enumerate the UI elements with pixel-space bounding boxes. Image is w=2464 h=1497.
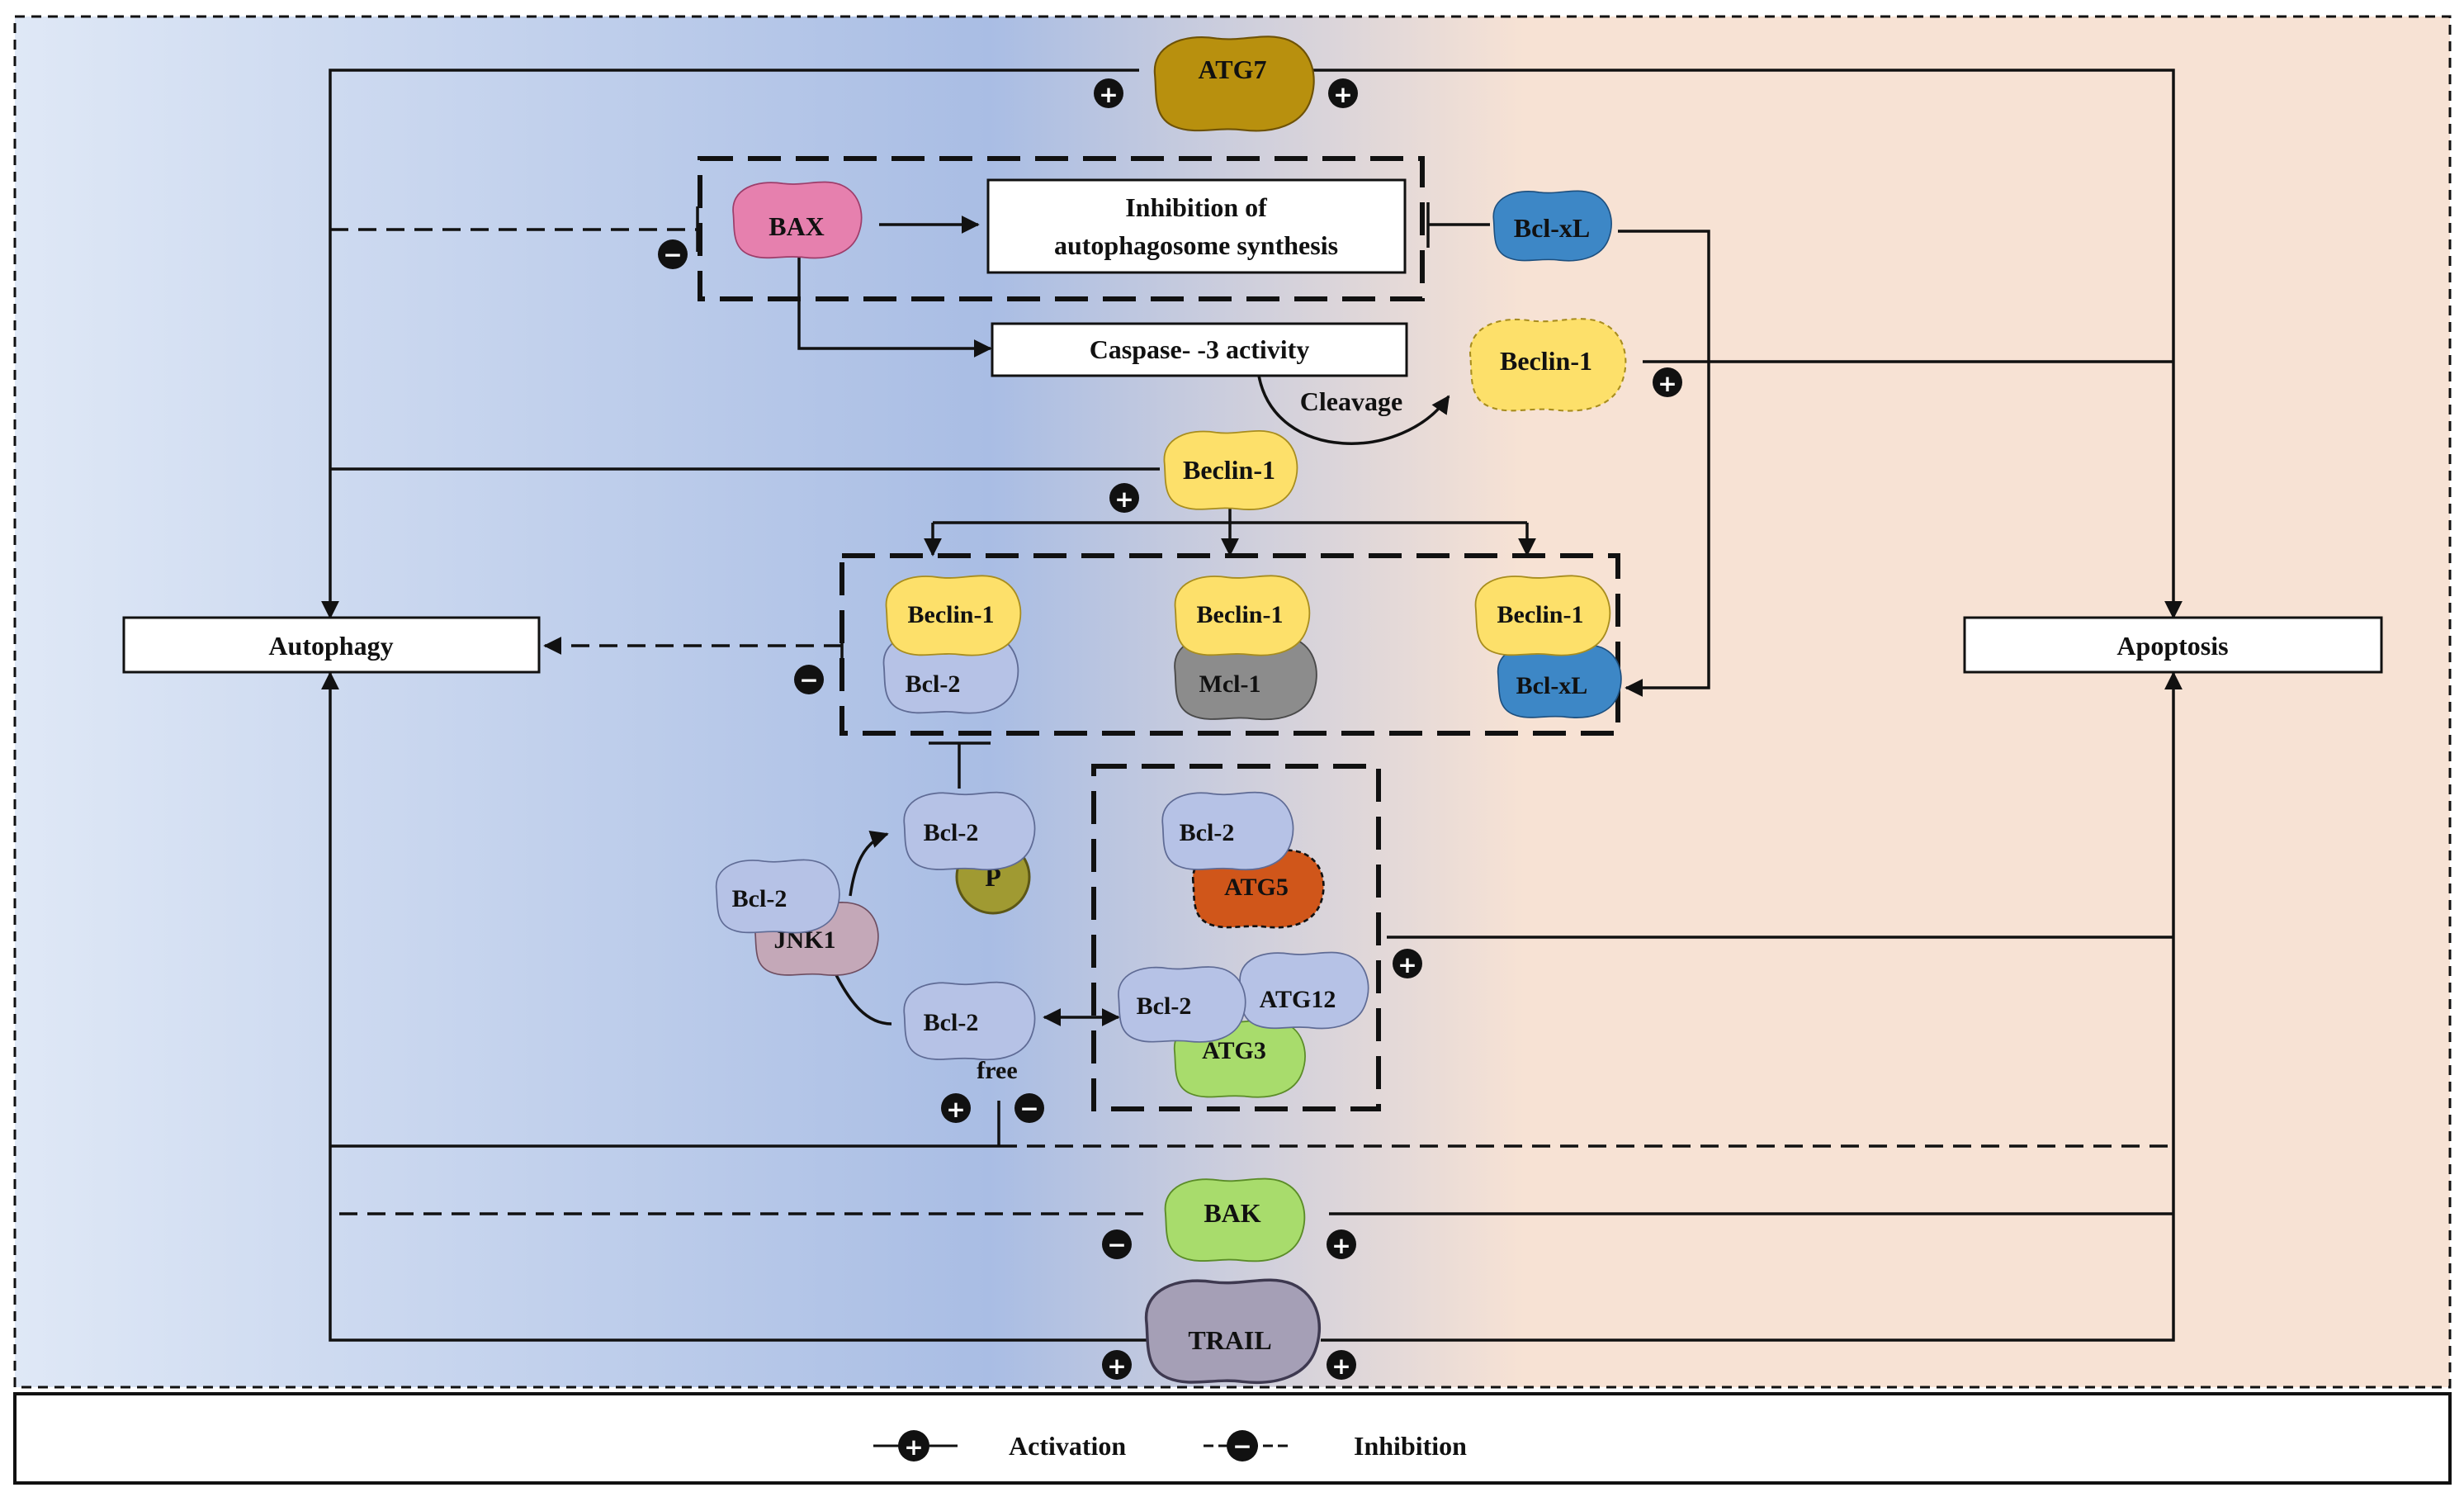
cleavage-edge [1257, 375, 1450, 445]
svg-text:+: + [1331, 1232, 1350, 1259]
svg-text:+: + [1331, 1353, 1350, 1380]
legend-minus-sign-icon: − [1227, 1430, 1258, 1461]
svg-text:−: − [1107, 1231, 1126, 1258]
minus-sign-icon: − [1014, 1093, 1044, 1123]
complex-b-beclin-label: Beclin-1 [1197, 601, 1284, 628]
beclin-mid-label: Beclin-1 [1183, 455, 1275, 485]
complex-a-bcl2-label: Bcl-2 [906, 670, 961, 698]
cleavage-label: Cleavage [1300, 386, 1402, 416]
svg-text:+: + [1658, 370, 1677, 397]
plus-sign-icon: + [1393, 949, 1422, 978]
bcl2-free-label: Bcl-2 [924, 1009, 979, 1036]
svg-text:+: + [904, 1433, 923, 1461]
legend-plus-sign-icon: + [898, 1430, 929, 1461]
svg-text:+: + [1107, 1353, 1126, 1380]
svg-text:+: + [1099, 81, 1118, 108]
beclin-cleaved-label: Beclin-1 [1500, 346, 1592, 376]
plus-sign-icon: + [1327, 1350, 1356, 1380]
complex-c-beclin-label: Beclin-1 [1497, 601, 1584, 628]
plus-sign-icon: + [1109, 483, 1139, 513]
atg3-label: ATG3 [1202, 1037, 1266, 1064]
svg-text:−: − [799, 666, 818, 694]
complex-a-beclin-label: Beclin-1 [908, 601, 995, 628]
svg-text:+: + [1114, 486, 1133, 513]
atg7-autophagy-edge [321, 69, 1139, 619]
atg5-label: ATG5 [1224, 874, 1289, 901]
bclxl-top-label: Bcl-xL [1514, 213, 1590, 243]
bax-label: BAX [769, 211, 825, 241]
plus-sign-icon: + [941, 1093, 971, 1123]
atg-bcl2-b-label: Bcl-2 [1137, 992, 1192, 1020]
svg-text:+: + [946, 1096, 965, 1123]
atg7-label: ATG7 [1199, 54, 1267, 84]
plus-sign-icon: + [1653, 367, 1682, 397]
trail-autophagy-edge [321, 671, 1147, 1342]
atg12-label: ATG12 [1260, 986, 1336, 1013]
inhibition-label-line1: Inhibition of [1125, 192, 1267, 222]
legend-inhibition-label: Inhibition [1354, 1431, 1467, 1461]
bak-label: BAK [1204, 1198, 1260, 1228]
autophagy-label: Autophagy [268, 631, 393, 661]
beclin-complex-frame [839, 553, 1620, 736]
jnk-bcl2-label: Bcl-2 [732, 885, 787, 912]
autophagy-box [122, 616, 541, 674]
inhibition-box [986, 178, 1407, 274]
jnk1-phospho-edge [849, 830, 889, 897]
trail-apoptosis-edge [1321, 671, 2183, 1342]
free-label: free [977, 1057, 1017, 1084]
bax-caspase-edge [797, 258, 992, 358]
plus-sign-icon: + [1328, 78, 1358, 108]
trail-label: TRAIL [1188, 1325, 1271, 1355]
svg-text:−: − [663, 241, 682, 268]
minus-sign-icon: − [658, 239, 688, 269]
complex-c-bclxl-label: Bcl-xL [1516, 672, 1588, 699]
atg-complex-frame [1091, 764, 1381, 1111]
atg7-apoptosis-edge [1312, 69, 2183, 619]
plus-sign-icon: + [1102, 1350, 1132, 1380]
minus-sign-icon: − [794, 665, 824, 694]
svg-text:+: + [1333, 81, 1352, 108]
inhibition-label-line2: autophagosome synthesis [1054, 230, 1338, 260]
jnk1-free-edge [832, 969, 892, 1026]
plus-sign-icon: + [1327, 1229, 1356, 1259]
caspase-box [991, 322, 1408, 377]
caspase-label: Caspase- -3 activity [1090, 334, 1310, 364]
outer-frame [13, 15, 2452, 1389]
svg-text:−: − [1232, 1433, 1251, 1460]
apoptosis-label: Apoptosis [2116, 631, 2228, 661]
apoptosis-box [1963, 616, 2383, 674]
atg-bcl2-a-label: Bcl-2 [1180, 819, 1235, 846]
complex-b-mcl1-label: Mcl-1 [1199, 670, 1261, 698]
legend-activation-label: Activation [1009, 1431, 1126, 1461]
minus-sign-icon: − [1102, 1229, 1132, 1259]
bax-group-frame [698, 156, 1425, 301]
svg-text:+: + [1398, 951, 1416, 978]
bcl2-phospho-label: Bcl-2 [924, 819, 979, 846]
bclxl-complex-edge [1618, 230, 1710, 697]
plus-sign-icon: + [1094, 78, 1123, 108]
svg-text:−: − [1019, 1095, 1038, 1122]
